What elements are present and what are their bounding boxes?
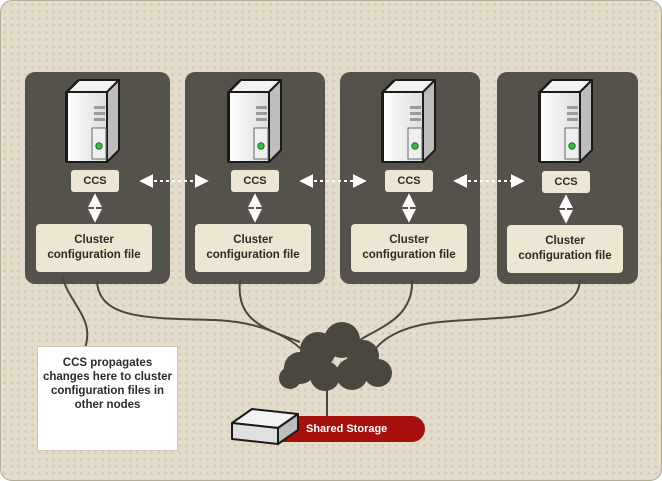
cluster-node-2: CCS Cluster configuration file bbox=[185, 72, 325, 284]
config-file-label: Cluster configuration file bbox=[195, 224, 311, 272]
config-file-label: Cluster configuration file bbox=[507, 225, 623, 273]
config-file-label: Cluster configuration file bbox=[36, 224, 152, 272]
cluster-node-1: CCS Cluster configuration file bbox=[25, 72, 170, 284]
shared-storage-label: Shared Storage bbox=[265, 416, 425, 442]
config-file-label: Cluster configuration file bbox=[351, 224, 467, 272]
ccs-label: CCS bbox=[542, 171, 590, 193]
cluster-node-3: CCS Cluster configuration file bbox=[340, 72, 480, 284]
propagation-callout: CCS propagates changes here to cluster c… bbox=[37, 346, 178, 451]
ccs-label: CCS bbox=[231, 170, 279, 192]
ccs-label: CCS bbox=[71, 170, 119, 192]
ccs-label: CCS bbox=[385, 170, 433, 192]
cluster-node-4: CCS Cluster configuration file bbox=[497, 72, 638, 284]
